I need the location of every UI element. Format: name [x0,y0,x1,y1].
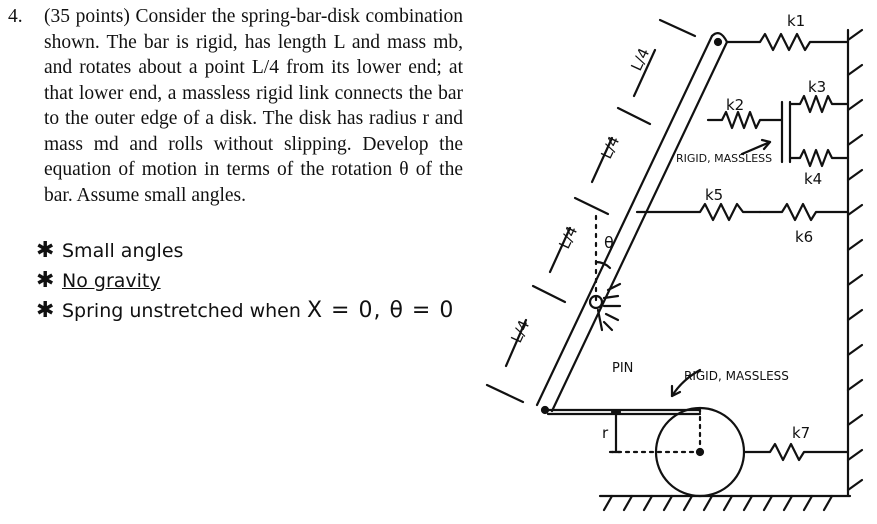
spring-label-k1: k1 [787,12,805,30]
segment-dimensions [485,18,697,404]
note-no-gravity: ✱ No gravity [36,266,454,296]
spring-k6 [758,202,850,222]
theta-arc [594,260,612,270]
spring-k4 [788,148,850,168]
right-wall [846,28,864,497]
spring-k2 [706,110,784,130]
segment-label: L/4 [507,317,533,345]
spring-label-k5: k5 [705,186,723,204]
spring-k5 [635,202,762,222]
problem-text: (35 points) Consider the spring-bar-disk… [44,6,463,206]
radius-dimension [610,410,622,454]
problem-number: 4. [8,6,23,27]
note-math: X = 0, θ = 0 [306,298,455,323]
rigid-arrow-lower [670,368,702,398]
rigid-link [546,408,702,416]
spring-label-k6: k6 [795,228,813,246]
rigid-bar [535,32,729,415]
spring-k3 [788,94,850,114]
rigid-massless-label-lower: RIGID, MASSLESS [684,369,789,383]
asterisk-icon: ✱ [36,268,55,293]
note-text: No gravity [62,270,161,292]
segment-label: L/4 [627,45,653,73]
note-unstretched: ✱ Spring unstretched when X = 0, θ = 0 [36,296,454,326]
theta-label: θ [604,233,614,252]
segment-label: L/4 [597,133,623,161]
ground [598,494,852,512]
rigid-massless-label-upper: RIGID, MASSLESS [676,152,772,165]
segment-label: L/4 [555,223,581,251]
note-text: Spring unstretched when [62,300,301,322]
spring-label-k2: k2 [726,96,744,114]
assumption-notes: ✱ Small angles ✱ No gravity ✱ Spring unstre… [36,236,454,326]
radius-label: r [602,424,609,442]
spring-k7 [742,442,850,462]
problem-statement: 4. (35 points) Consider the spring-bar-d… [8,4,463,208]
spring-label-k4: k4 [804,170,822,188]
spring-k1 [725,32,850,52]
note-text: Small angles [62,240,184,262]
pin-label: PIN [612,361,633,376]
rigid-massless-block [780,100,792,164]
asterisk-icon: ✱ [36,238,55,263]
note-small-angles: ✱ Small angles [36,236,454,266]
asterisk-icon: ✱ [36,298,55,323]
spring-label-k3: k3 [808,78,826,96]
rigid-arrow-upper [740,140,772,156]
spring-label-k7: k7 [792,424,810,442]
pin-joint [588,282,622,332]
